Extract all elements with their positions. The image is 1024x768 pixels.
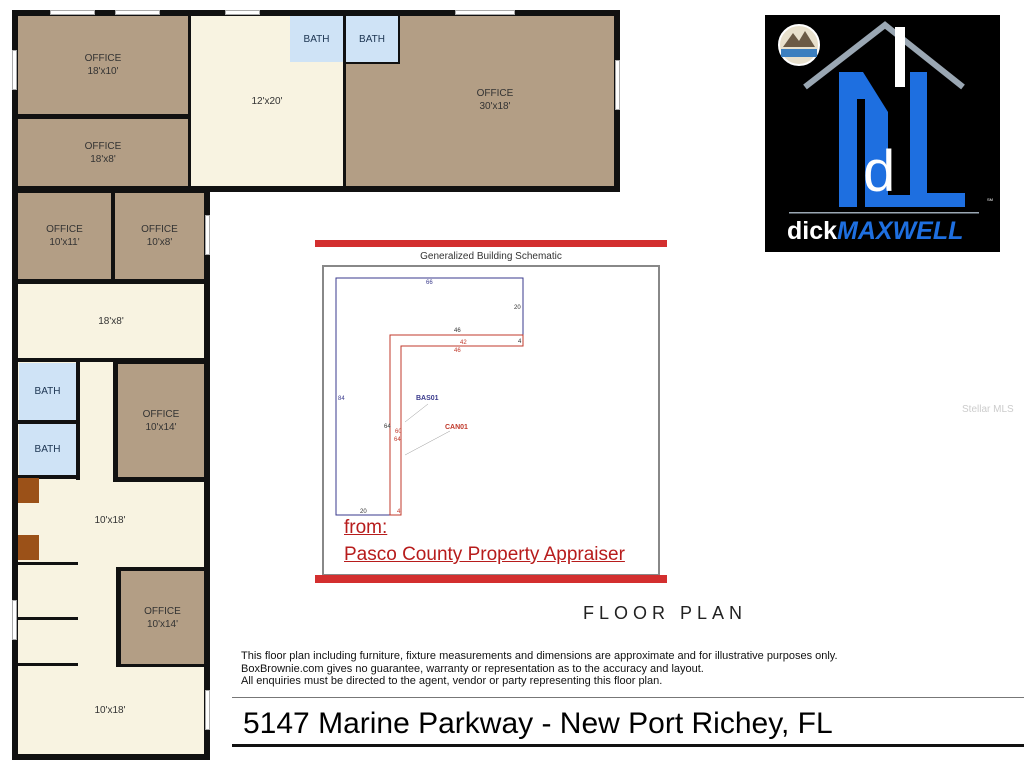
dim-top: 66: [426, 280, 433, 286]
room-size: 10'x14': [146, 618, 179, 630]
room-size: 18'x10': [87, 66, 119, 77]
floor-plan-heading: FLOOR PLAN: [583, 603, 748, 623]
disclaimer-line: All enquiries must be directed to the ag…: [241, 675, 663, 687]
room-size: 10'x8': [146, 237, 173, 248]
room-size: 10'x18': [94, 704, 126, 716]
source-line2: Pasco County Property Appraiser: [344, 544, 625, 565]
room-name: OFFICE: [142, 408, 180, 420]
label-can01: CAN01: [445, 424, 468, 431]
room-name: OFFICE: [84, 140, 122, 152]
room-10x18-b: 10'x18': [40, 690, 180, 730]
source-line1: from:: [344, 517, 388, 538]
divider: [232, 744, 1024, 747]
room-name: OFFICE: [84, 53, 122, 64]
dim-left: 84: [338, 396, 345, 402]
disclaimer: This floor plan including furniture, fix…: [241, 650, 838, 688]
address: 5147 Marine Parkway - New Port Richey, F…: [243, 707, 833, 740]
closet: [18, 478, 39, 503]
room-name: BATH: [303, 33, 330, 45]
room-office-3: [400, 16, 614, 66]
room-name: OFFICE: [476, 88, 514, 99]
dim-inner-top: 46: [454, 328, 461, 334]
room-size: 30'x18': [479, 101, 511, 112]
room-size: 10'x11': [49, 237, 80, 248]
logo-name: dickMAXWELL: [787, 217, 963, 246]
room-bath-1: BATH: [290, 16, 343, 62]
room-name: OFFICE: [141, 224, 178, 235]
room-size: 12'x20': [251, 95, 283, 107]
label-bas01: BAS01: [416, 395, 439, 402]
dim-right: 20: [514, 305, 521, 311]
schematic-bar-top: [315, 240, 667, 247]
room-bath-3: BATH: [19, 363, 76, 420]
room-office-30x18: [346, 64, 614, 186]
room-size: 18'x8': [90, 153, 116, 165]
logo-mark: d SM: [778, 21, 993, 214]
dim-can-left-b: 64: [394, 437, 401, 443]
dim-bottom: 20: [360, 509, 367, 515]
logo-last: MAXWELL: [837, 217, 964, 245]
dim-inner-left: 64: [384, 424, 391, 430]
logo-first: dick: [787, 217, 838, 245]
dim-can-right: 4: [518, 339, 522, 345]
schematic-bar-bottom: [315, 575, 667, 583]
room-office-1: OFFICE 18'x10': [18, 16, 188, 114]
dim-can-left-a: 60: [395, 429, 402, 435]
schematic-title: Generalized Building Schematic: [420, 251, 562, 262]
room-18x8: 18'x8': [18, 284, 204, 358]
room-size: 18'x8': [98, 315, 124, 327]
room-office-30x18-label: OFFICE 30'x18': [400, 60, 590, 140]
can01-outline: [389, 334, 524, 516]
room-name: BATH: [359, 33, 385, 45]
room-size: 10'x18': [94, 514, 126, 526]
room-10x18-a: 10'x18': [40, 500, 180, 540]
room-office-10x11: OFFICE 10'x11': [18, 193, 111, 279]
room-name: BATH: [34, 444, 61, 455]
dim-can-bottom: 4: [397, 509, 401, 515]
room-bath-4: BATH: [19, 424, 76, 475]
divider: [232, 697, 1024, 698]
room-name: BATH: [34, 386, 61, 397]
room-office-10x8: OFFICE 10'x8': [115, 193, 204, 279]
room-name: OFFICE: [46, 224, 83, 235]
dim-can-top: 42: [460, 340, 467, 346]
logo: d SM dickMAXWELL: [765, 15, 1000, 252]
closet: [18, 535, 39, 560]
room-bath-2: BATH: [346, 16, 398, 62]
dim-can-inner: 46: [454, 348, 461, 354]
room-name: OFFICE: [144, 605, 181, 617]
svg-text:d: d: [863, 139, 895, 204]
disclaimer-line: BoxBrownie.com gives no guarantee, warra…: [241, 662, 704, 675]
room-size: 10'x14': [145, 421, 177, 433]
service-mark: SM: [987, 197, 993, 202]
disclaimer-line: This floor plan including furniture, fix…: [241, 650, 838, 662]
watermark: Stellar MLS: [962, 404, 1014, 415]
